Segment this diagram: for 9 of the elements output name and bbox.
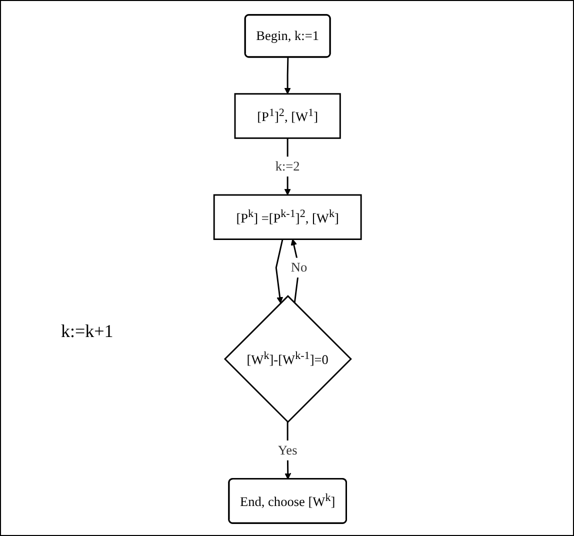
edge-label: No — [291, 260, 308, 275]
edge-label: Yes — [278, 442, 298, 458]
arrow — [276, 239, 284, 304]
node-diamond: [W$^{k}$]-[W$^{k-1}$]=0 — [224, 295, 352, 424]
node-box: [P$^{1}$]$^{2}$, [W$^{1}$] — [234, 93, 342, 139]
node-box: [P$^{k}$] =[P$^{k-1}$]$^{2}$, [W$^{k}$] — [214, 194, 362, 240]
annotation-text: k:=k+1 — [61, 321, 114, 342]
edge-label: k:=2 — [276, 158, 300, 174]
arrow — [284, 57, 292, 94]
